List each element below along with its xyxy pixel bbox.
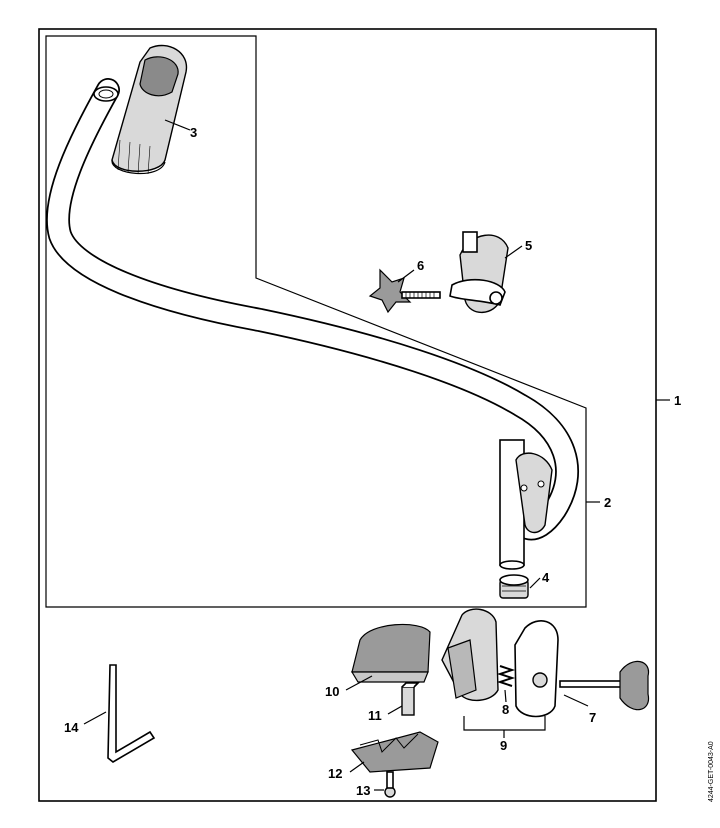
clamp-cover: [350, 623, 431, 683]
callout-13: 13: [356, 783, 370, 798]
square-nut: [401, 682, 420, 716]
hex-key: [107, 664, 156, 763]
leader-lines: [83, 119, 670, 791]
callout-4: 4: [542, 570, 550, 585]
inner-frame: [45, 35, 587, 608]
barrier-bracket: [449, 231, 509, 314]
outer-frame: [38, 28, 657, 802]
callout-6: 6: [417, 258, 424, 273]
drawing-code: 4244-GET-0043-A0: [708, 741, 715, 802]
callout-9: 9: [500, 738, 507, 753]
screw: [384, 771, 396, 798]
callout-11: 11: [368, 708, 382, 723]
clamp-base: [350, 731, 439, 773]
shaft-tube: [499, 439, 553, 570]
callout-14: 14: [64, 720, 79, 735]
wing-screw: [559, 660, 650, 711]
callout-3: 3: [190, 125, 197, 140]
handle-grip: [111, 44, 188, 175]
spring: [496, 665, 516, 687]
clamp-housing-left: [441, 608, 499, 701]
callout-5: 5: [525, 238, 532, 253]
handlebar-tube: [46, 78, 580, 541]
callout-10: 10: [325, 684, 339, 699]
callout-8: 8: [502, 702, 509, 717]
tube-plug: [499, 574, 529, 599]
callout-12: 12: [328, 766, 342, 781]
callout-7: 7: [589, 710, 596, 725]
callout-1: 1: [674, 393, 681, 408]
clamp-housing-right: [514, 620, 559, 718]
callout-2: 2: [604, 495, 611, 510]
